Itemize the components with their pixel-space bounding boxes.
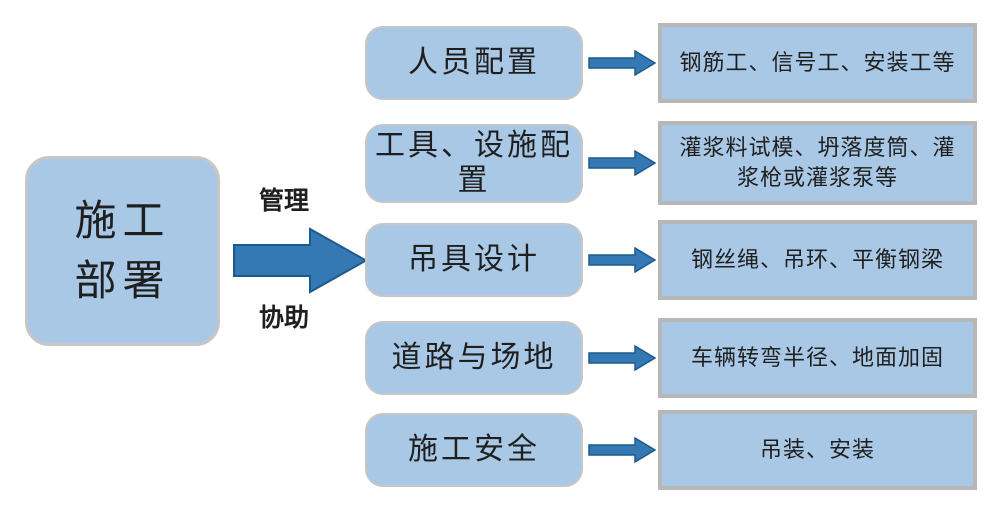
category-node: 道路与场地: [365, 321, 583, 395]
right-arrow-icon: [588, 247, 656, 273]
detail-label: 吊装、安装: [759, 437, 875, 463]
root-node-label: 施工 部署: [74, 197, 171, 304]
right-arrow-icon: [588, 50, 656, 76]
detail-label: 灌浆料试模、坍落度筒、灌浆枪或灌浆泵等: [679, 135, 956, 190]
detail-node: 灌浆料试模、坍落度筒、灌浆枪或灌浆泵等: [658, 121, 977, 205]
main-right-arrow-icon: [233, 227, 368, 294]
category-node: 工具、设施配置: [365, 123, 583, 203]
diagram-row-tools-facilities: 工具、设施配置 灌浆料试模、坍落度筒、灌浆枪或灌浆泵等: [365, 121, 977, 205]
detail-label: 钢丝绳、吊环、平衡钢梁: [690, 247, 944, 273]
diagram-row-roads-site: 道路与场地 车辆转弯半径、地面加固: [365, 318, 977, 398]
right-arrow-icon: [588, 437, 656, 463]
right-arrow-icon: [588, 150, 656, 176]
category-label: 吊具设计: [408, 243, 540, 277]
detail-node: 钢筋工、信号工、安装工等: [658, 23, 977, 103]
detail-node: 钢丝绳、吊环、平衡钢梁: [658, 220, 977, 300]
category-label: 人员配置: [408, 46, 540, 80]
detail-label: 钢筋工、信号工、安装工等: [679, 50, 956, 76]
root-node: 施工 部署: [25, 156, 220, 346]
category-node: 人员配置: [365, 26, 583, 100]
detail-label: 车辆转弯半径、地面加固: [690, 345, 944, 371]
diagram-row-rigging-design: 吊具设计 钢丝绳、吊环、平衡钢梁: [365, 220, 977, 300]
category-label: 工具、设施配置: [375, 128, 573, 197]
right-arrow-icon: [588, 345, 656, 371]
diagram-row-construction-safety: 施工安全 吊装、安装: [365, 410, 977, 490]
category-node: 吊具设计: [365, 223, 583, 297]
category-label: 施工安全: [408, 433, 540, 467]
assist-label: 协助: [258, 304, 309, 332]
detail-node: 车辆转弯半径、地面加固: [658, 318, 977, 398]
category-label: 道路与场地: [391, 341, 557, 375]
diagram-row-personnel: 人员配置 钢筋工、信号工、安装工等: [365, 23, 977, 103]
category-node: 施工安全: [365, 413, 583, 487]
detail-node: 吊装、安装: [658, 410, 977, 490]
manage-label: 管理: [258, 187, 309, 215]
